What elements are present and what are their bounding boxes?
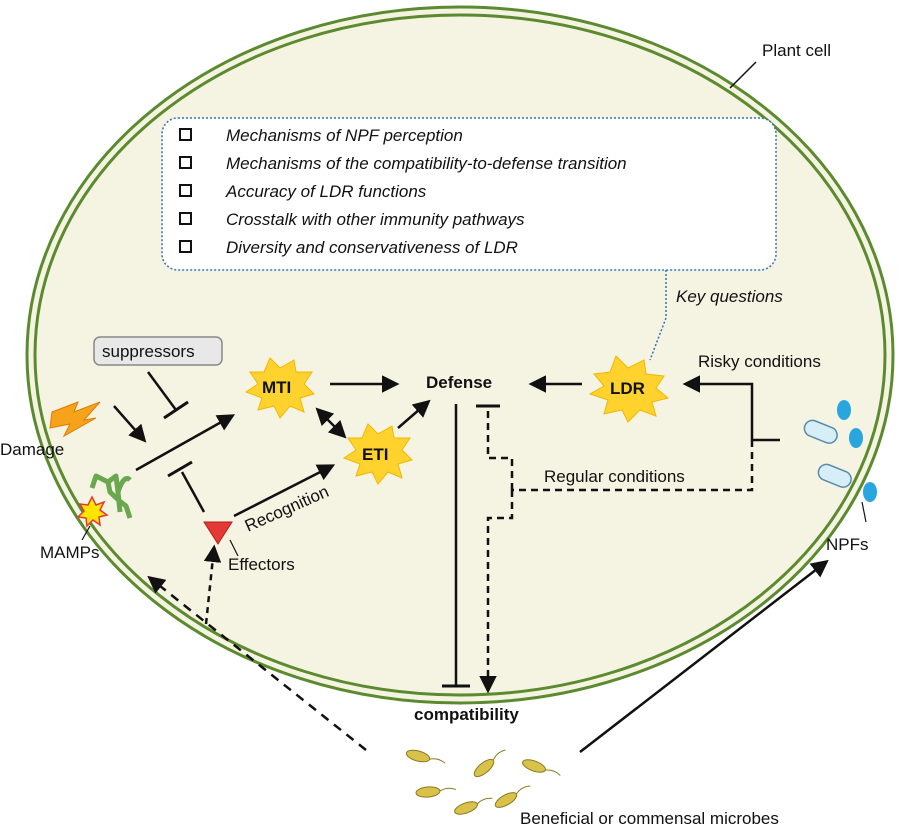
mti-burst <box>244 357 315 419</box>
npf-channel-icon <box>817 463 852 488</box>
microbe-icon <box>494 785 531 808</box>
damage-bolt-icon <box>49 401 101 438</box>
npf-channel-icon <box>803 419 838 444</box>
key-question-item: Accuracy of LDR functions <box>225 182 427 201</box>
mamps-label: MAMPs <box>40 543 100 562</box>
microbe-icon <box>454 797 493 815</box>
microbes-to-mamps-arrow <box>147 575 367 751</box>
microbes-to-npfs-arrow <box>579 559 829 753</box>
checkbox[interactable] <box>179 128 192 141</box>
key-question-item: Diversity and conservativeness of LDR <box>226 238 518 257</box>
microbe-icon <box>473 749 506 778</box>
suppressor-inhibit-bar <box>163 400 189 420</box>
mamp-star-icon <box>76 495 109 528</box>
key-questions-label: Key questions <box>676 287 783 306</box>
recognition-arrow <box>233 464 336 518</box>
risky-conditions-arrow <box>682 375 754 440</box>
key-question-item: Mechanisms of the compatibility-to-defen… <box>226 154 627 173</box>
damage-label: Damage <box>0 440 64 459</box>
npfs-label: NPFs <box>826 535 869 554</box>
microbe-icon <box>405 749 446 764</box>
npf-molecule-icon <box>863 482 877 502</box>
cell-label-leader <box>729 61 757 89</box>
cell-membrane-inner <box>33 13 887 697</box>
effector-inhibit-bar <box>167 460 193 478</box>
key-questions-box <box>161 117 777 271</box>
ldr-label: LDR <box>610 379 645 398</box>
key-question-item: Mechanisms of NPF perception <box>226 126 463 145</box>
key-questions-connector <box>649 270 667 361</box>
receptor-to-mti-arrow <box>135 414 236 472</box>
mamps-leader <box>81 525 91 541</box>
npfs-leader <box>861 501 867 523</box>
effector-inhibit-line <box>180 471 206 513</box>
ldr-burst <box>588 355 670 423</box>
effector-icon <box>203 521 233 545</box>
damage-arrow <box>113 405 147 443</box>
suppressor-inhibit-line <box>146 371 178 411</box>
regular-conditions-label: Regular conditions <box>544 467 685 486</box>
effectors-leader <box>229 539 239 557</box>
regular-inhibit-defense <box>486 406 514 490</box>
eti-burst <box>342 423 413 485</box>
checkbox[interactable] <box>179 212 192 225</box>
checkbox[interactable] <box>179 156 192 169</box>
eti-label: ETI <box>362 445 388 464</box>
suppressors-box <box>93 336 223 366</box>
cell-label: Plant cell <box>762 41 831 60</box>
mti-label: MTI <box>262 378 291 397</box>
key-questions-list: Mechanisms of NPF perception Mechanisms … <box>179 126 627 257</box>
defense-label: Defense <box>426 373 492 392</box>
checkbox[interactable] <box>179 240 192 253</box>
regular-conditions-line <box>512 440 754 492</box>
effectors-label: Effectors <box>228 555 295 574</box>
mti-eti-crosstalk-arrow <box>315 407 347 439</box>
microbe-cluster <box>405 749 561 815</box>
microbe-icon <box>415 786 457 798</box>
eti-to-defense-arrow <box>397 399 431 429</box>
risky-conditions-label: Risky conditions <box>698 352 821 371</box>
checkbox[interactable] <box>179 184 192 197</box>
compatibility-label: compatibility <box>414 705 519 724</box>
regular-to-compatibility-arrow <box>479 490 514 694</box>
receptor-icon <box>89 473 133 519</box>
key-question-item: Crosstalk with other immunity pathways <box>226 210 525 229</box>
microbes-to-effectors-arrow <box>203 544 222 625</box>
npf-molecule-icon <box>837 400 851 420</box>
microbes-label: Beneficial or commensal microbes <box>520 809 779 828</box>
npf-molecule-icon <box>849 428 863 448</box>
suppressors-label: suppressors <box>102 342 195 361</box>
microbe-icon <box>522 759 561 776</box>
